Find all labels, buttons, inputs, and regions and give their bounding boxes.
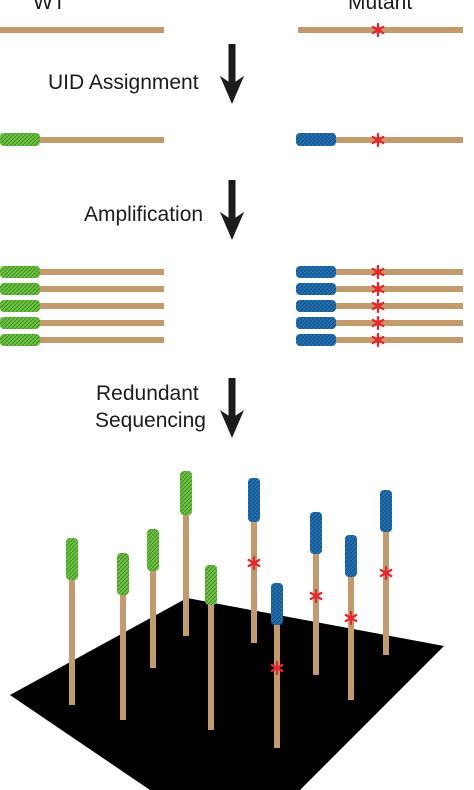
wt-sequenced-molecule [66, 538, 78, 705]
mutant-amplicon [296, 281, 463, 297]
mutant-amplicon [296, 332, 463, 348]
wt-amplicon [0, 266, 164, 278]
mutant-original-molecule [298, 22, 463, 38]
wt-uid-tag [205, 565, 217, 605]
sequenced-molecules [66, 471, 393, 748]
mutant-amplicon [296, 298, 463, 314]
wt-amplicon [0, 317, 164, 329]
wt-uid-tag [117, 553, 129, 595]
wt-original-molecule [0, 27, 164, 33]
down-arrow-icon [220, 44, 244, 104]
mutant-amplified-molecules [296, 264, 463, 348]
wt-sequenced-molecule [205, 565, 217, 730]
down-arrow-icon [220, 378, 244, 438]
wt-uid-tag [0, 300, 40, 312]
wt-label: WT [33, 0, 66, 14]
mutant-uid-tag [271, 583, 283, 625]
step-redundant-label: Redundant [96, 382, 199, 405]
mutant-sequenced-molecule [379, 490, 393, 655]
mutant-uid-tag [345, 535, 357, 577]
mutation-marker [247, 555, 261, 571]
wt-uid-tag [180, 471, 192, 515]
wt-amplified-molecules [0, 266, 164, 346]
wt-sequenced-molecule [147, 529, 159, 668]
wt-amplicon [0, 300, 164, 312]
mutant-amplicon [296, 315, 463, 331]
wt-amplicon [0, 283, 164, 295]
flow-cell-surface [10, 598, 444, 790]
wt-uid-tag [0, 283, 40, 295]
wt-uid-tag [147, 529, 159, 571]
mutant-uid-tag [296, 334, 336, 346]
wt-uid-tag [0, 317, 40, 329]
mutant-uid-tag [296, 266, 336, 278]
mutant-sequenced-molecule [309, 512, 323, 675]
wt-uid-tag [66, 538, 78, 580]
wt-uid-tag [0, 133, 40, 146]
mutation-marker [379, 565, 393, 581]
down-arrow-icon [220, 180, 244, 240]
mutant-uid-tag [296, 133, 336, 146]
mutation-marker [309, 588, 323, 604]
step-sequencing-label: Sequencing [95, 409, 206, 432]
step-uid-assignment-label: UID Assignment [48, 71, 199, 94]
wt-uid-tagged-molecule [0, 133, 164, 146]
mutant-uid-tag [248, 478, 260, 522]
mutant-amplicon [296, 264, 463, 280]
step-amplification-label: Amplification [84, 203, 204, 226]
mutant-sequenced-molecule [344, 535, 358, 700]
mutant-label: Mutant [348, 0, 413, 14]
mutant-uid-tag [296, 317, 336, 329]
mutant-uid-tag [380, 490, 392, 532]
wt-uid-tag [0, 266, 40, 278]
mutant-sequenced-molecule [270, 583, 284, 748]
wt-amplicon [0, 334, 164, 346]
wt-sequenced-molecule [117, 553, 129, 720]
mutant-uid-tag [310, 512, 322, 554]
wt-uid-tag [0, 334, 40, 346]
mutant-uid-tag [296, 283, 336, 295]
wt-sequenced-molecule [180, 471, 192, 636]
mutant-uid-tagged-molecule [296, 132, 463, 148]
mutant-sequenced-molecule [247, 478, 261, 643]
mutant-uid-tag [296, 300, 336, 312]
mutation-marker [344, 610, 358, 626]
